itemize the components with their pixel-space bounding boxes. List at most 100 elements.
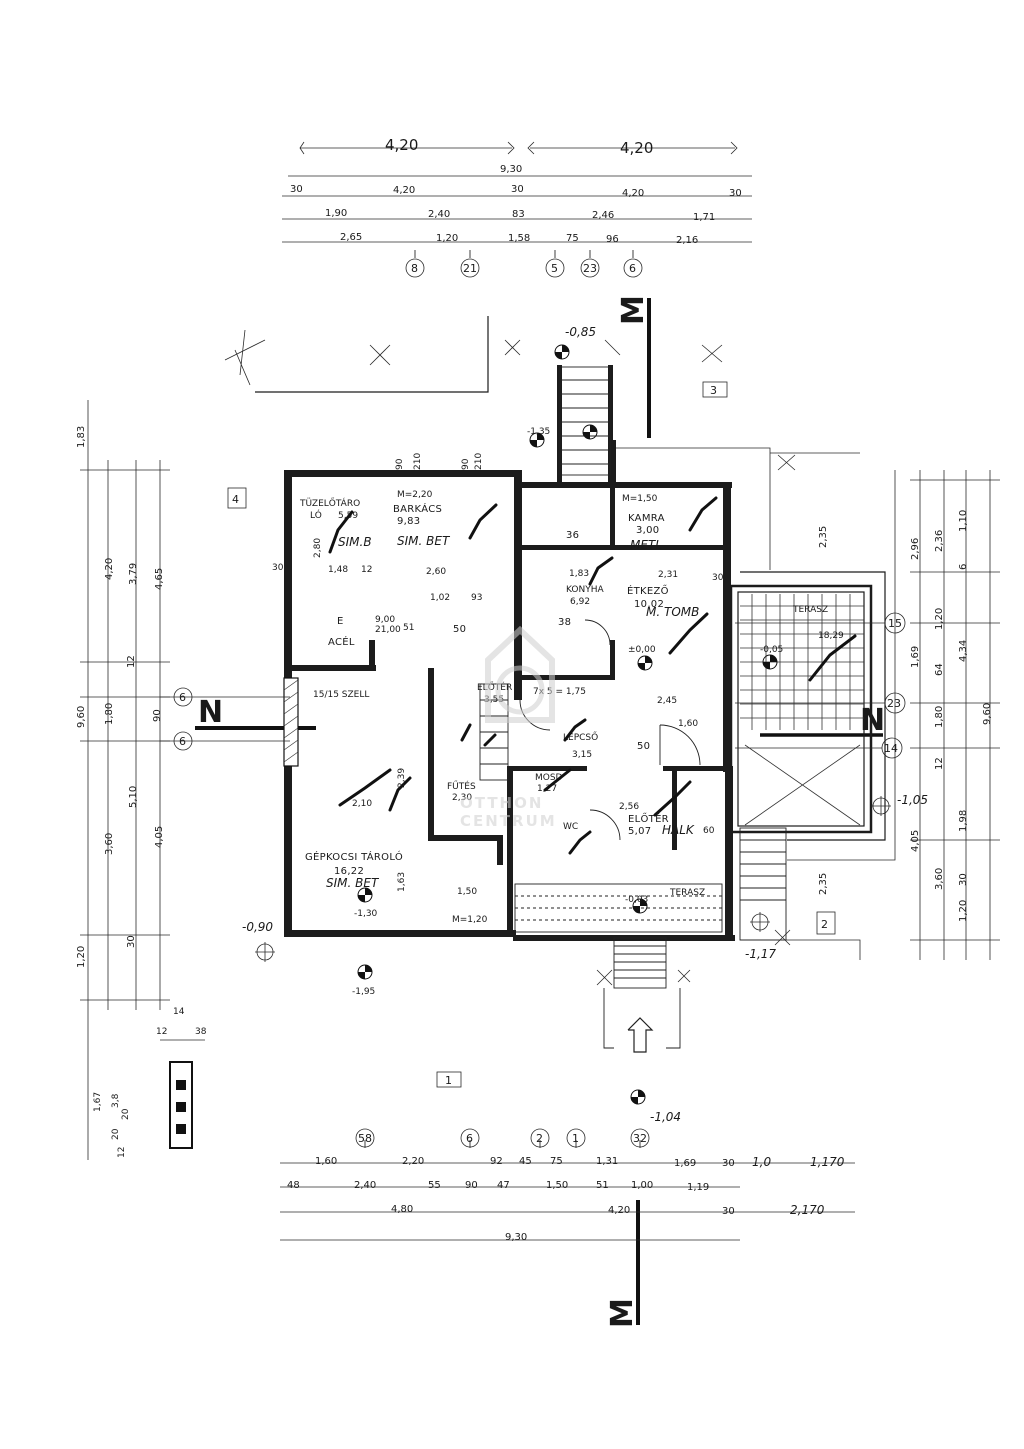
handwritten-annotations: SIM.B SIM. BET SIM. BET METL M. TOMB HAL… <box>242 325 928 1124</box>
inner-dim-15: 1,63 <box>397 872 407 892</box>
note-level-005: -0,05 <box>760 645 783 655</box>
right-dim-4: 6 <box>958 564 969 570</box>
right-dim-2: 2,36 <box>934 530 945 552</box>
detail-dim-0: 14 <box>173 1007 185 1017</box>
room-futes-name: FŰTÉS <box>447 780 476 792</box>
bottom-dim-1-7: 30 <box>722 1158 735 1169</box>
left-dim-5: 9,60 <box>76 706 87 728</box>
room-mosd-name: MOSD <box>535 773 563 783</box>
inner-dim-28: 2,31 <box>658 570 678 580</box>
right-dim-16: 1,20 <box>958 900 969 922</box>
top-dim-2-1: 4,20 <box>393 185 415 196</box>
watermark-line-2: CENTRUM <box>460 812 557 830</box>
right-dim-8: 4,34 <box>958 640 969 662</box>
bottom-dim-4-0: 9,30 <box>505 1232 527 1243</box>
bottom-dim-3-3: 2,170 <box>790 1203 825 1217</box>
room-konyha-area: 6,92 <box>570 597 590 607</box>
right-dim-6: 1,69 <box>910 646 921 668</box>
bottom-grid-3: 1 <box>572 1132 579 1145</box>
inner-dim-12: 1,60 <box>678 719 698 729</box>
top-dim-2-4: 30 <box>729 188 742 199</box>
bottom-dim-1-6: 1,69 <box>674 1158 696 1169</box>
terrace-tile-grid <box>740 594 864 826</box>
left-dim-2: 3,79 <box>128 563 139 585</box>
left-dim-6: 1,80 <box>104 703 115 725</box>
frame-tag-2: 2 <box>821 918 828 931</box>
top-grid-3: 23 <box>583 262 597 275</box>
note-metl: METL <box>630 538 662 552</box>
axis-bubble-6a: 6 <box>179 691 186 704</box>
note-level-085: -0,85 <box>565 325 596 339</box>
inner-dim-17: M=1,20 <box>452 915 488 925</box>
left-dim-0: 1,83 <box>76 426 87 448</box>
bottom-grid-2: 2 <box>536 1132 543 1145</box>
left-dim-10: 4,05 <box>154 826 165 848</box>
bottom-dim-3-2: 30 <box>722 1206 735 1217</box>
bottom-dim-2-4: 47 <box>497 1180 510 1191</box>
bottom-dim-2-6: 51 <box>596 1180 609 1191</box>
top-dim-4-4: 96 <box>606 234 619 245</box>
room-etkezo-area: 10,02 <box>634 599 664 610</box>
room-terasz1-name: TERASZ <box>792 605 828 615</box>
room-acel-name: ACÉL <box>328 635 355 648</box>
room-barkacs-height: M=2,20 <box>397 490 433 500</box>
bottom-dim-2-1: 2,40 <box>354 1180 376 1191</box>
axis-bubble-15: 15 <box>888 617 902 630</box>
detail-dim-6: 20 <box>111 1128 121 1140</box>
section-label-bottom: M <box>605 1298 640 1328</box>
note-simb: SIM.B <box>338 535 372 549</box>
room-futes-area: 2,30 <box>452 793 472 803</box>
note-level-090: -0,90 <box>242 920 273 934</box>
inner-dim-10: 50 <box>637 741 650 752</box>
room-barkacs-area: 9,83 <box>397 516 420 527</box>
room-lepcso-area: 3,15 <box>572 750 592 760</box>
detail-block: 14 12 38 20 1,67 3,8 20 12 <box>93 1007 207 1158</box>
axis-bubbles: 15 23 14 6 6 <box>160 612 906 759</box>
room-kamra-height: M=1,50 <box>622 494 658 504</box>
top-dim-0-0: 4,20 <box>385 136 418 154</box>
bottom-dim-1-4: 75 <box>550 1156 563 1167</box>
right-dim-17: 2,35 <box>818 873 829 895</box>
note-level-130: -1,30 <box>354 909 378 919</box>
note-level-000: ±0,00 <box>628 645 656 655</box>
inner-dim-14: 2,10 <box>352 799 372 809</box>
right-dim-0: 2,35 <box>818 526 829 548</box>
inner-dim-23: 210 <box>413 453 423 470</box>
inner-dim-4: 1,02 <box>430 593 450 603</box>
inner-dim-11: 2,45 <box>657 696 677 706</box>
top-dim-3-0: 1,90 <box>325 208 347 219</box>
right-dim-10: 1,80 <box>934 706 945 728</box>
room-gepkocsi-name: GÉPKOCSI TÁROLÓ <box>305 850 403 863</box>
axis-bubble-14: 14 <box>884 742 898 755</box>
room-eloter2-name: ELŐTÉR <box>628 811 669 825</box>
note-level-117: -1,17 <box>745 947 776 961</box>
inner-dim-0: 2,80 <box>313 538 323 558</box>
section-label-left: N <box>198 695 223 730</box>
note-level-104: -1,04 <box>650 1110 681 1124</box>
bottom-dim-1-3: 45 <box>519 1156 532 1167</box>
note-level-135: -1,35 <box>527 427 550 437</box>
room-terasz2-name: TERASZ <box>669 888 705 898</box>
note-m-tomb: M. TOMB <box>646 605 699 619</box>
top-dim-1-0: 9,30 <box>500 164 522 175</box>
bottom-grid-0: 58 <box>358 1132 372 1145</box>
bottom-dim-2-2: 55 <box>428 1180 441 1191</box>
inner-dim-5: 93 <box>471 593 482 603</box>
inner-dim-21: 90 <box>395 458 405 470</box>
top-dim-0-1: 4,20 <box>620 139 653 157</box>
right-dim-5: 1,20 <box>934 608 945 630</box>
door-swings <box>519 619 701 841</box>
inner-dim-7: 21,00 <box>375 625 401 635</box>
note-halk: HALK <box>662 823 695 837</box>
bottom-dimension-chain: 58 6 2 1 32 1,60 2,20 92 45 75 1,31 1,69… <box>280 1128 855 1243</box>
bottom-dim-3-0: 4,80 <box>391 1204 413 1215</box>
inner-dim-2: 12 <box>361 565 372 575</box>
room-eloter1-name: ELŐTÉR <box>477 681 512 693</box>
inner-dimensions: 2,80 1,48 12 2,60 1,02 93 9,00 21,00 51 … <box>272 453 724 925</box>
bottom-dim-1-0: 1,60 <box>315 1156 337 1167</box>
level-markers <box>255 344 891 1105</box>
right-dim-13: 4,05 <box>910 830 921 852</box>
inner-dim-29: 30 <box>272 563 284 573</box>
room-labels: TÜZELŐTÁRO LÓ 5,59 M=2,20 BARKÁCS 9,83 M… <box>299 490 844 898</box>
